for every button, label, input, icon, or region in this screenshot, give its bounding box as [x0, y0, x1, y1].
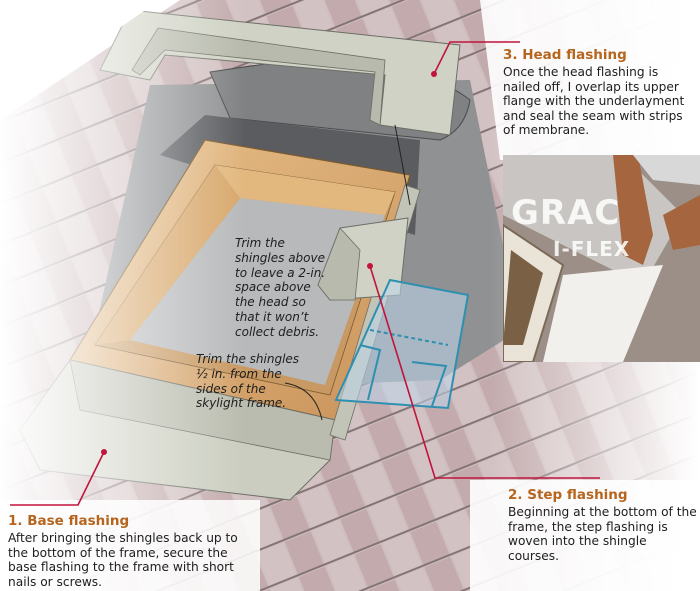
inset-photo: GRAC I-FLEX [503, 155, 700, 362]
callout-title: 3. Head flashing [503, 47, 627, 63]
note-trim-above: Trim the shingles above to leave a 2-in.… [235, 236, 326, 339]
photo-product-text: I-FLEX [553, 237, 631, 261]
callout-body: Beginning at the bottom of the frame, th… [508, 505, 697, 563]
note-pointer-sides [284, 382, 323, 421]
callout-title: 1. Base flashing [8, 513, 130, 529]
photo-brand-text: GRAC [511, 193, 621, 233]
callout-body: After bringing the shingles back up to t… [8, 531, 238, 589]
note-trim-sides: Trim the shingles ½ in. from the sides o… [196, 352, 300, 411]
callout-body: Once the head flashing is nailed off, I … [503, 65, 685, 138]
callout-step-flashing: 2. Step flashing Beginning at the bottom… [508, 487, 698, 563]
leader-dot-step [367, 263, 373, 269]
photo-art [503, 155, 700, 362]
leader-step [369, 265, 600, 479]
callout-base-flashing: 1. Base flashing After bringing the shin… [8, 513, 253, 589]
callout-head-flashing: 3. Head flashing Once the head flashing … [503, 47, 698, 138]
leader-dot-head [431, 71, 437, 77]
leader-head [433, 41, 520, 75]
leader-base [10, 451, 105, 506]
leader-dot-base [101, 449, 107, 455]
callout-title: 2. Step flashing [508, 487, 628, 503]
leader-lines [10, 41, 600, 506]
note-pointer-above [394, 124, 411, 206]
